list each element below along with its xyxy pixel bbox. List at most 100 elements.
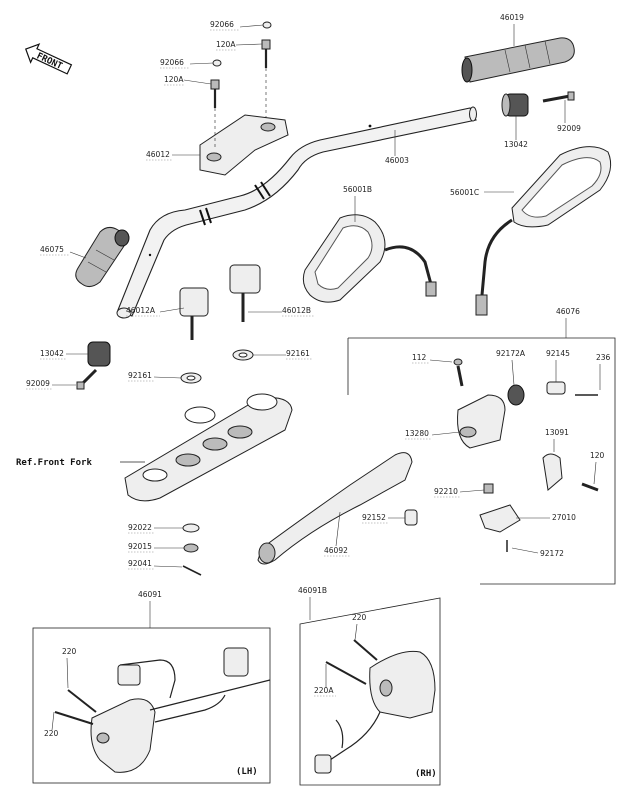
- label-120: 120: [590, 451, 605, 485]
- label-92172A: 92172A: [496, 349, 526, 386]
- label-92152: 92152: [362, 513, 405, 524]
- ref-front-fork-label: Ref.Front Fork: [16, 458, 92, 468]
- svg-text:92161: 92161: [128, 371, 152, 380]
- label-46012: 46012: [146, 150, 200, 161]
- svg-text:92172: 92172: [540, 549, 564, 558]
- label-92022: 92022: [128, 523, 183, 534]
- svg-text:46012B: 46012B: [282, 306, 311, 315]
- svg-text:92009: 92009: [26, 379, 50, 388]
- svg-text:92145: 92145: [546, 349, 570, 358]
- grip-right: [461, 37, 575, 83]
- washer-92022: [182, 523, 200, 533]
- svg-text:46075: 46075: [40, 245, 64, 254]
- svg-text:92041: 92041: [128, 559, 152, 568]
- nut-92015: [183, 543, 199, 553]
- washer-92161-right: [232, 349, 254, 361]
- svg-text:92210: 92210: [434, 487, 458, 496]
- screw-92009-left: [76, 368, 98, 390]
- washer-92161-left: [180, 372, 202, 384]
- label-92066-b: 92066: [160, 58, 214, 69]
- label-13042-a: 13042: [504, 116, 528, 149]
- label-56001B: 56001B: [343, 185, 372, 222]
- label-220-lh1: 220: [62, 647, 77, 689]
- rh-label: (RH): [415, 769, 437, 779]
- svg-text:120A: 120A: [216, 40, 236, 49]
- svg-text:46092: 46092: [324, 546, 348, 555]
- svg-text:220: 220: [44, 729, 59, 738]
- svg-text:92172A: 92172A: [496, 349, 526, 358]
- lower-clamp-46012A: [179, 287, 209, 340]
- svg-text:92066: 92066: [160, 58, 184, 67]
- label-92161-b: 92161: [253, 349, 312, 360]
- svg-text:13091: 13091: [545, 428, 569, 437]
- svg-text:92161: 92161: [286, 349, 310, 358]
- svg-text:92066: 92066: [210, 20, 234, 29]
- label-46012B: 46012B: [248, 306, 314, 317]
- svg-text:46012A: 46012A: [126, 306, 156, 315]
- handlebar-upper-clamp: [199, 114, 289, 176]
- bar-end-weight-left: [87, 341, 111, 367]
- label-46019: 46019: [500, 13, 524, 46]
- label-236: 236: [596, 353, 611, 390]
- bolt-120A-upper: [261, 39, 271, 118]
- mirror-left-56001B: [302, 214, 437, 303]
- label-46012A: 46012A: [126, 306, 185, 317]
- svg-text:13280: 13280: [405, 429, 429, 438]
- label-46091B: 46091B: [298, 586, 327, 620]
- master-cylinder: [404, 358, 599, 552]
- label-46075: 46075: [40, 245, 87, 259]
- label-92009-a: 92009: [557, 100, 581, 133]
- label-46091: 46091: [138, 590, 162, 628]
- label-92066-a: 92066: [210, 20, 264, 31]
- screw-92009-right: [542, 91, 575, 103]
- label-92172: 92172: [511, 547, 564, 558]
- svg-text:56001B: 56001B: [343, 185, 372, 194]
- label-13091: 13091: [545, 428, 569, 452]
- grip-left: [75, 226, 130, 288]
- bolt-120A-lower: [210, 79, 220, 150]
- svg-text:46012: 46012: [146, 150, 170, 159]
- svg-text:46003: 46003: [385, 156, 409, 165]
- label-13280: 13280: [405, 429, 461, 440]
- svg-text:46091: 46091: [138, 590, 162, 599]
- label-56001C: 56001C: [450, 188, 514, 197]
- svg-text:56001C: 56001C: [450, 188, 479, 197]
- svg-text:92022: 92022: [128, 523, 152, 532]
- label-92009-b: 92009: [26, 379, 76, 390]
- label-220-lh2: 220: [44, 711, 59, 738]
- label-46092: 46092: [324, 511, 350, 557]
- cap-92066-lower: [212, 59, 222, 67]
- svg-text:92015: 92015: [128, 542, 152, 551]
- label-220-rh: 220: [352, 613, 367, 641]
- label-92041: 92041: [128, 559, 183, 570]
- svg-text:92009: 92009: [557, 124, 581, 133]
- svg-text:220: 220: [62, 647, 77, 656]
- svg-text:236: 236: [596, 353, 611, 362]
- label-112: 112: [412, 353, 453, 364]
- bar-end-weight-right: [501, 93, 529, 117]
- label-27010: 27010: [516, 513, 576, 522]
- label-92145: 92145: [546, 349, 570, 382]
- svg-text:27010: 27010: [552, 513, 576, 522]
- svg-text:220: 220: [352, 613, 367, 622]
- label-120A-b: 120A: [164, 75, 212, 86]
- lh-label: (LH): [236, 767, 258, 777]
- svg-text:46076: 46076: [556, 307, 580, 316]
- svg-text:13042: 13042: [40, 349, 64, 358]
- label-46076: 46076: [556, 307, 580, 338]
- label-46003: 46003: [385, 130, 409, 165]
- label-92015: 92015: [128, 542, 184, 553]
- svg-text:92152: 92152: [362, 513, 386, 522]
- handlebar: [116, 106, 477, 319]
- label-13042-b: 13042: [40, 349, 88, 360]
- label-120A-a: 120A: [216, 40, 263, 51]
- brake-lever: [257, 452, 413, 565]
- lh-switch-box: (LH): [32, 627, 271, 784]
- svg-text:112: 112: [412, 353, 427, 362]
- svg-text:120A: 120A: [164, 75, 184, 84]
- label-220A: 220A: [314, 664, 336, 697]
- front-arrow: FRONT: [25, 43, 73, 75]
- upper-triple-clamp: [124, 393, 293, 502]
- label-92161-a: 92161: [128, 371, 182, 382]
